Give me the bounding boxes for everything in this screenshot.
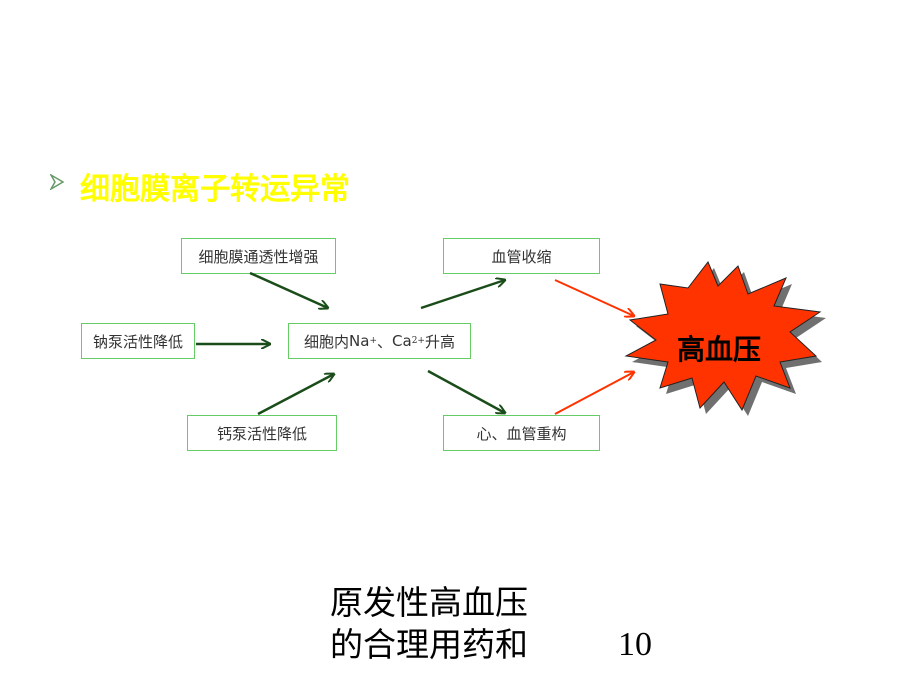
arrowhead-bullet-icon [50,174,64,190]
membrane-permeability-label: 细胞膜通透性增强 [198,247,319,266]
arrow-calcium-to-intracellular [257,374,334,416]
explosion-burst-icon [624,261,826,416]
vasoconstriction-label: 血管收缩 [491,247,552,266]
arrow-vasoconstriction-to-hypertension [554,279,634,316]
cardiovascular-remodeling-label: 心、血管重构 [476,424,567,443]
sodium-pump-box: 钠泵活性降低 [81,323,195,359]
calcium-symbol: Ca [392,332,412,350]
intracellular-prefix: 细胞内 [304,332,350,351]
membrane-permeability-box: 细胞膜通透性增强 [181,238,336,274]
calcium-pump-label: 钙泵活性降低 [216,424,307,443]
vasoconstriction-box: 血管收缩 [443,238,600,274]
sodium-charge: + [369,336,377,346]
cardiovascular-remodeling-box: 心、血管重构 [443,415,600,451]
calcium-charge: 2+ [411,336,425,346]
footer-line-2: 的合理用药和 [330,625,528,664]
arrow-intracellular-to-vasoconstriction [420,280,505,310]
calcium-pump-box: 钙泵活性降低 [187,415,337,451]
slide-footer: 原发性高血压 的合理用药和 [330,582,528,666]
page-number: 10 [618,626,652,663]
slide-heading: 细胞膜离子转运异常 [80,172,350,207]
arrow-intracellular-to-remodeling [427,369,505,413]
arrow-remodeling-to-hypertension [554,372,634,415]
intracellular-suffix: 升高 [424,332,455,351]
sodium-symbol: Na [349,332,370,350]
footer-line-1: 原发性高血压 [330,583,528,622]
hypertension-label: 高血压 [676,333,761,366]
sodium-pump-label: 钠泵活性降低 [92,332,183,351]
ion-separator: 、 [377,332,393,351]
arrow-permeability-to-intracellular [249,271,328,308]
